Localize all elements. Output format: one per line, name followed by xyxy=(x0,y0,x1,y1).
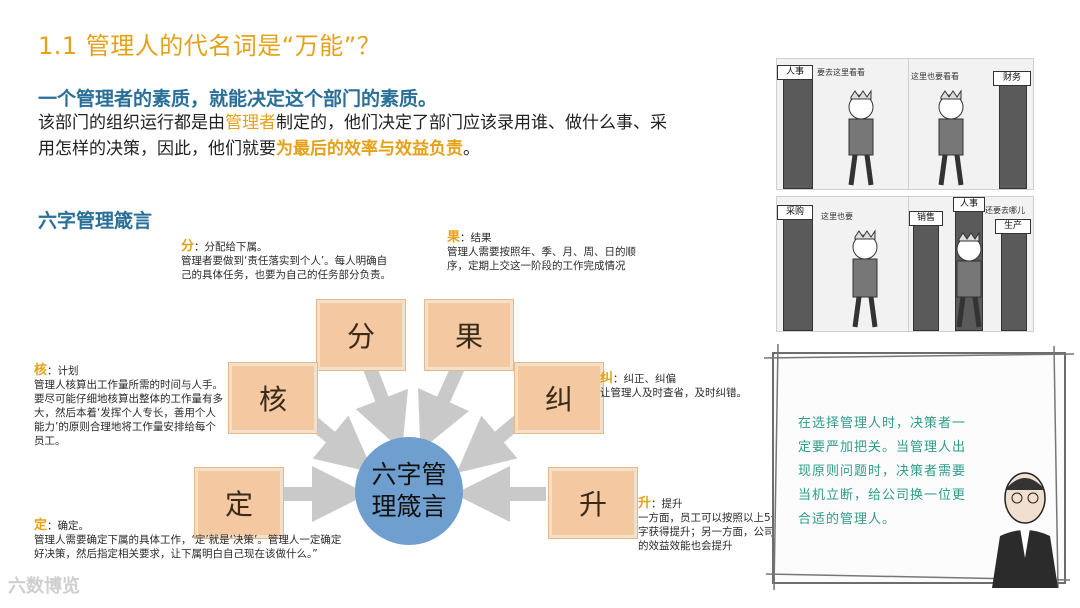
businessman-figure-icon xyxy=(831,227,901,329)
businessman-figure-icon xyxy=(917,87,987,187)
note-jiu-head: ：纠正、纠偏 xyxy=(613,373,676,385)
box-jiu: 纠 xyxy=(515,363,603,433)
note-guo-key: 果 xyxy=(447,230,460,245)
note-fen: 分：分配给下属。 管理者要做到‘责任落实到个人’。每人明确自己的具体任务，也要为… xyxy=(181,240,391,282)
comic-bubble-2: 这里也要看看 xyxy=(911,71,959,82)
note-he-key: 核 xyxy=(34,363,47,378)
note-guo: 果：结果 管理人需要按照年、季、月、周、日的顺序，定期上交这一阶段的工作完成情况 xyxy=(447,231,647,273)
note-he: 核：计划 管理人核算出工作量所需的时间与人手。要尽可能仔细地核算出整体的工作量有… xyxy=(34,364,226,448)
note-ding: 定：确定。 管理人需要确定下属的具体工作，‘定’就是‘决策’。管理人一定确定好决… xyxy=(34,519,344,561)
businessman-figure-icon xyxy=(827,89,897,187)
note-jiu: 纠：纠正、纠偏 让管理人及时查省，及时纠错。 xyxy=(600,372,750,400)
door xyxy=(783,73,813,189)
door xyxy=(999,79,1027,189)
comic-bubble-3: 这里也要 xyxy=(821,211,853,222)
comic-sign-1: 人事 xyxy=(777,65,813,80)
comic-panel-1: 人事 要去这里看看 xyxy=(776,58,910,190)
comic-sign-3: 采购 xyxy=(777,205,813,220)
note-sheng-text: 一方面，员工可以按照以上5个字获得提升；另一方面，公司的效益效能也会提升 xyxy=(638,512,781,552)
note-guo-head: ：结果 xyxy=(460,232,492,244)
arrow-guo xyxy=(432,363,460,425)
door xyxy=(783,213,813,331)
note-jiu-key: 纠 xyxy=(600,371,613,386)
watermark: 六数博览 xyxy=(8,572,80,598)
quote-text: 在选择管理人时，决策者一定要严加把关。当管理人出现原则问题时，决策者需要当机立断… xyxy=(798,412,968,532)
note-guo-text: 管理人需要按照年、季、月、周、日的顺序，定期上交这一阶段的工作完成情况 xyxy=(447,246,636,272)
comic-sign-5: 人事 xyxy=(953,197,985,212)
center-circle: 六字管理箴言 xyxy=(355,437,463,545)
box-sheng: 升 xyxy=(549,468,637,538)
comic-sign-2: 财务 xyxy=(993,71,1031,86)
note-sheng-head: ：提升 xyxy=(651,498,683,510)
comic-bubble-1: 要去这里看看 xyxy=(817,67,865,78)
manager-portrait-icon xyxy=(990,462,1060,588)
comic-panel-3: 采购 这里也要 xyxy=(776,196,910,332)
note-ding-text: 管理人需要确定下属的具体工作，‘定’就是‘决策’。管理人一定确定好决策，然后指定… xyxy=(34,534,341,560)
note-fen-key: 分 xyxy=(181,239,194,254)
box-he: 核 xyxy=(229,363,317,433)
comic-bubble-4: 还要去哪儿 xyxy=(985,205,1025,216)
box-fen: 分 xyxy=(317,300,405,370)
note-he-text: 管理人核算出工作量所需的时间与人手。要尽可能仔细地核算出整体的工作量有多大，然后… xyxy=(34,379,223,447)
door xyxy=(913,219,939,331)
note-ding-head: ：确定。 xyxy=(47,520,89,532)
note-sheng: 升：提升 一方面，员工可以按照以上5个字获得提升；另一方面，公司的效益效能也会提… xyxy=(638,497,783,553)
arrow-fen xyxy=(368,363,392,425)
note-fen-head: ：分配给下属。 xyxy=(194,241,268,253)
note-jiu-text: 让管理人及时查省，及时纠错。 xyxy=(600,387,747,399)
note-sheng-key: 升 xyxy=(638,496,651,511)
box-guo: 果 xyxy=(425,300,513,370)
comic-panel-2: 财务 这里也要看看 xyxy=(908,58,1034,190)
door xyxy=(1001,227,1027,331)
comic-panel-4: 销售 人事 生产 还要去哪儿 xyxy=(908,196,1034,332)
comic-sign-6: 生产 xyxy=(995,219,1031,234)
center-label: 六字管理箴言 xyxy=(364,459,454,523)
comic-sign-4: 销售 xyxy=(909,211,943,226)
note-he-head: ：计划 xyxy=(47,365,79,377)
note-ding-key: 定 xyxy=(34,518,47,533)
businessman-figure-icon xyxy=(939,231,999,329)
note-fen-text: 管理者要做到‘责任落实到个人’。每人明确自己的具体任务，也要为自己的任务部分负责… xyxy=(181,255,391,281)
